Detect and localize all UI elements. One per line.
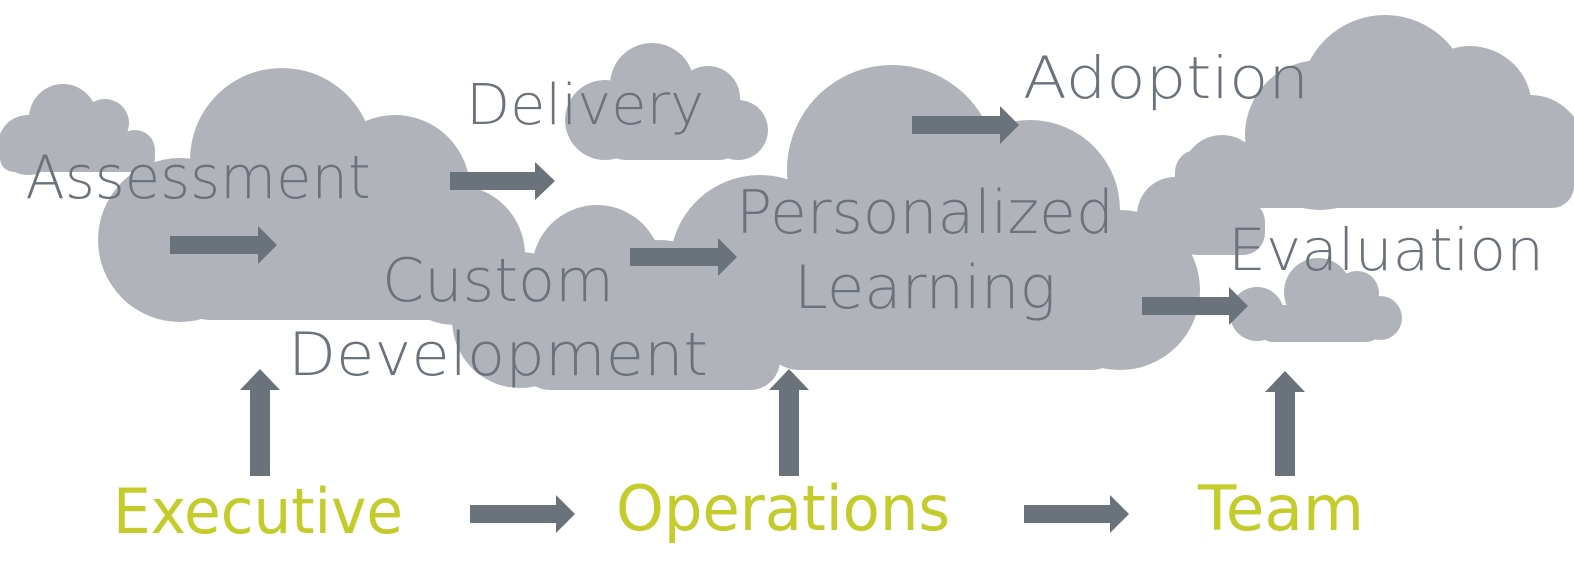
arrow-up-icon-3: [1265, 371, 1305, 476]
label-evaluation: Evaluation: [1228, 216, 1544, 284]
arrow-right-icon-7: [1024, 495, 1129, 533]
arrow-right-icon-2: [450, 162, 555, 200]
cloud-delivery: [565, 43, 768, 160]
arrow-right-icon-4: [912, 106, 1019, 144]
cloud-assessment: [98, 68, 525, 325]
label-operations: Operations: [616, 472, 950, 545]
arrow-up-icon-1: [240, 369, 280, 476]
label-team: Team: [1197, 472, 1364, 545]
arrow-right-icon-6: [470, 495, 575, 533]
arrow-right-icon-3: [630, 238, 737, 276]
label-development: Development: [288, 320, 708, 390]
label-delivery: Delivery: [466, 73, 704, 138]
arrow-right-icon-1: [170, 226, 277, 264]
label-adoption: Adoption: [1023, 44, 1309, 112]
arrow-right-icon-5: [1142, 287, 1248, 325]
label-custom: Custom: [382, 246, 614, 316]
cloud-evaluation: [1230, 258, 1402, 342]
cloud-adoption: [1137, 15, 1574, 255]
label-executive: Executive: [113, 475, 403, 548]
cloud-small-left: [0, 84, 155, 175]
label-assessment: Assessment: [26, 143, 371, 213]
label-learning: Learning: [794, 253, 1056, 323]
label-personalized: Personalized: [736, 178, 1114, 248]
arrow-up-icon-2: [769, 369, 809, 476]
